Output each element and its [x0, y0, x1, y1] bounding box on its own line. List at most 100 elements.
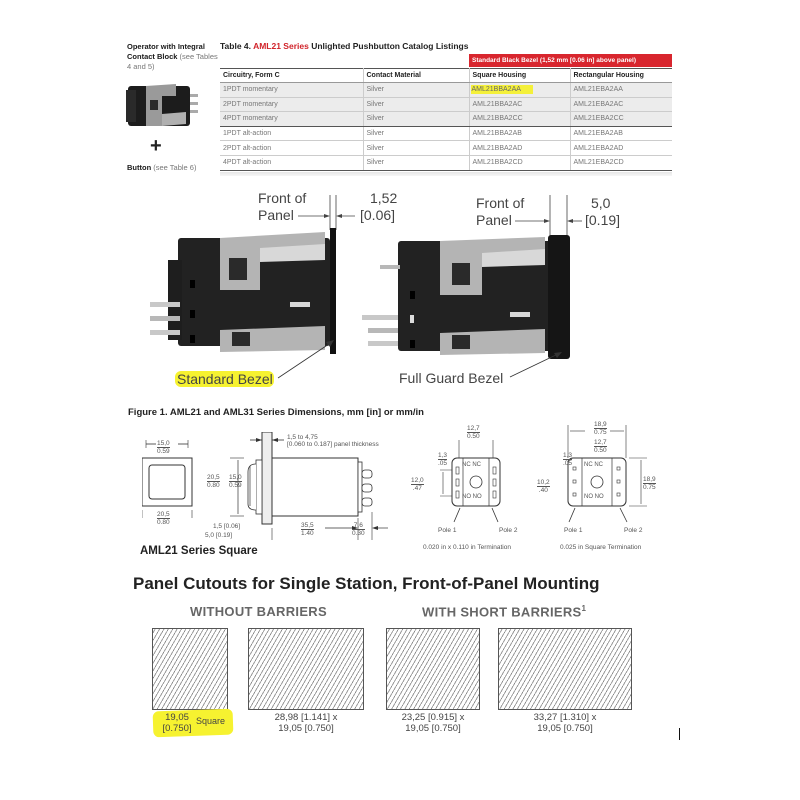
table-cell: AML21EBA2AA	[570, 82, 672, 98]
dim-in: 0.80	[157, 519, 170, 526]
dim-in: .47	[412, 485, 422, 492]
table-row: 4PDT momentary Silver AML21BBA2CC AML21E…	[220, 111, 672, 127]
dim-in: 0.50	[594, 447, 607, 454]
table-header-row: Circuitry, Form C Contact Material Squar…	[220, 68, 672, 83]
table-row: 1PDT momentary Silver AML21BBA2AA AML21E…	[220, 82, 672, 98]
full-guard-bezel-photo	[362, 195, 582, 378]
table-title-series: AML21 Series	[253, 41, 309, 51]
highlighted-part-number: AML21BBA2AA	[470, 85, 533, 95]
table-title: Table 4. AML21 Series Unlighted Pushbutt…	[220, 41, 468, 51]
dim-in: 0.30	[352, 530, 365, 537]
bezel-guard-dimension: 5,0 [0.19]	[205, 532, 233, 539]
panel-thickness-mm: 1,5 to 4,75	[287, 434, 318, 441]
table-cell: AML21BBA2CC	[468, 111, 571, 127]
rear1-span-fraction: 12,0.47	[411, 477, 424, 492]
table-cell: 4PDT alt-action	[220, 155, 364, 171]
table-cell: 2PDT momentary	[220, 97, 364, 113]
dim-mm: 18,9	[594, 421, 607, 429]
full-guard-bezel-label: Full Guard Bezel	[399, 370, 504, 386]
dim-in: 0.75	[643, 484, 656, 491]
table-cell: 4PDT momentary	[220, 111, 364, 127]
standard-bezel-photo	[150, 195, 355, 379]
dim-in: 1.40	[301, 530, 314, 537]
table-cell: Silver	[363, 97, 470, 113]
dim-mm: 12,7	[594, 439, 607, 447]
bezel-dimension-left: 1,52 [0.06]	[360, 190, 397, 224]
table-row: 2PDT momentary Silver AML21BBA2AC AML21E…	[220, 97, 672, 113]
rear-view-1-drawing	[440, 440, 501, 523]
table-cell: AML21EBA2AB	[570, 126, 672, 142]
dim-mm: 10,2	[537, 479, 550, 487]
cutout-dim-line1: 19,05	[165, 712, 189, 723]
dim-mm: 12,7	[467, 425, 480, 433]
table-cell: AML21EBA2CD	[570, 155, 672, 171]
column-header: Square Housing	[468, 68, 571, 83]
rear-view-2-drawing	[567, 425, 647, 523]
dim-mm: 12,0	[411, 477, 424, 485]
rear1-span-dimension: 12,0.47	[411, 477, 424, 495]
rear1-no-label: NO NO	[462, 494, 482, 500]
rear1-nc-label: NC NC	[462, 462, 481, 468]
with-barriers-heading: WITH SHORT BARRIERS1	[422, 604, 586, 619]
dim-in: .40	[538, 487, 548, 494]
rear1-pitch-dimension: 1,3.05	[438, 452, 448, 470]
rear2-pitch-dimension: 1,3.05	[563, 452, 573, 470]
rear2-span-fraction: 10,2.40	[537, 479, 550, 494]
table-truncated-row	[220, 172, 672, 176]
dim-in: 0.75	[594, 429, 607, 436]
footnote-marker: 1	[581, 604, 587, 613]
rear2-pole1-label: Pole 1	[564, 527, 583, 534]
dim-in: .05	[438, 460, 448, 467]
dim-mm: 15,0	[229, 474, 242, 482]
dim-mm: 7,6	[352, 522, 365, 530]
operator-caption-ref: (see Tables 4 and 5)	[127, 52, 218, 71]
table-title-suffix: Unlighted Pushbutton Catalog Listings	[308, 41, 469, 51]
table-group-header: Standard Black Bezel (1,52 mm [0.06 in] …	[469, 54, 672, 67]
column-header: Contact Material	[363, 68, 470, 83]
table-cell: 2PDT alt-action	[220, 140, 364, 156]
panel-label: Panel	[258, 207, 294, 223]
cutout-dim-line2: [0.750]	[162, 723, 192, 734]
dim-mm: 5,0	[591, 195, 611, 211]
operator-photo	[126, 84, 198, 126]
dim-mm: 1,3	[563, 452, 573, 460]
operator-caption-bold: Operator with Integral Contact Block	[127, 42, 205, 61]
table-row: 2PDT alt-action Silver AML21BBA2AD AML21…	[220, 140, 672, 156]
front-of-label: Front of	[476, 195, 525, 211]
rear1-pitch-fraction: 1,3.05	[438, 452, 448, 467]
dim-mm: 20,5	[157, 511, 170, 519]
dim-in: 0.80	[207, 482, 220, 489]
column-header: Rectangular Housing	[570, 68, 672, 83]
table-cell: AML21EBA2AD	[570, 140, 672, 156]
cutout-dim-line1: 23,25 [0.915] x	[401, 712, 465, 723]
cutout-rect-2	[386, 628, 480, 710]
table-cell: Silver	[363, 155, 470, 171]
figure-title: Figure 1. AML21 and AML31 Series Dimensi…	[128, 407, 424, 418]
catalog-table: Circuitry, Form C Contact Material Squar…	[220, 68, 672, 171]
cutout-square-label: 19,05 [0.750]	[154, 712, 200, 734]
front-of-panel-label-left: Front of Panel	[258, 190, 306, 224]
table-cell: Silver	[363, 82, 470, 98]
button-caption-ref: (see Table 6)	[151, 163, 197, 172]
dim-mm: 18,9	[643, 476, 656, 484]
bezel-dimension-right: 5,0 [0.19]	[585, 195, 620, 229]
cutout-dim-line1: 33,27 [1.310] x	[533, 712, 597, 723]
cutout-rect-1-label: 28,98 [1.141] x 19,05 [0.750]	[240, 712, 372, 734]
series-square-label: AML21 Series Square	[140, 545, 258, 557]
front-of-label: Front of	[258, 190, 307, 206]
rear1-pole1-label: Pole 1	[438, 527, 457, 534]
